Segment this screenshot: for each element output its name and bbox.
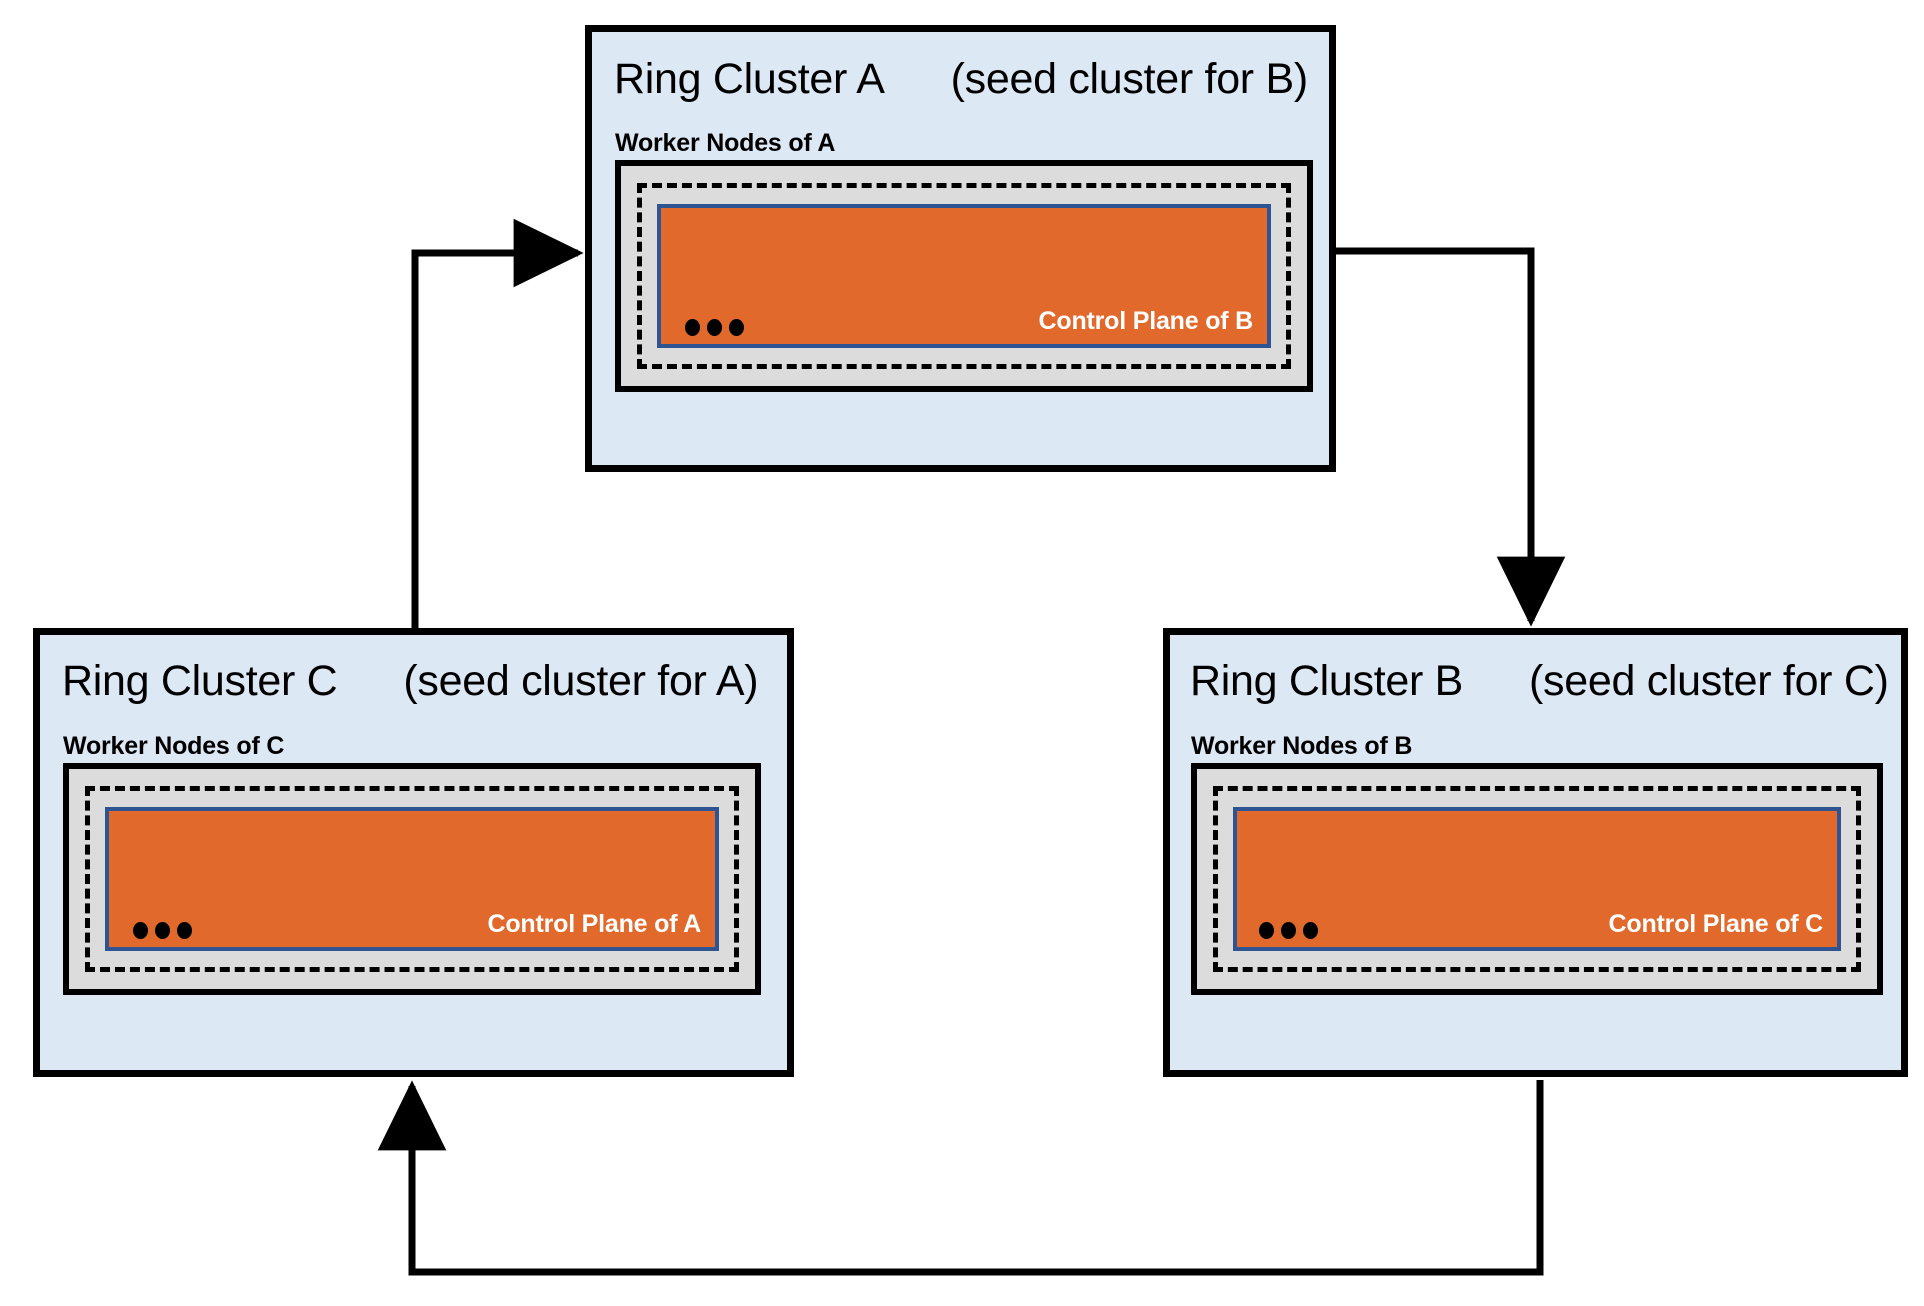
cluster-b-control-plane[interactable]: Control Plane of C [1233,807,1841,951]
cluster-c-worker-box: Control Plane of A [63,763,761,995]
cluster-a-worker-box: Control Plane of B [615,160,1313,392]
cluster-a-ellipsis-icon [685,319,744,336]
cluster-c-name: Ring Cluster C [62,657,338,705]
cluster-b-ellipsis-icon [1259,922,1318,939]
cluster-a-worker-label: Worker Nodes of A [615,129,836,157]
cluster-b-worker-box: Control Plane of C [1191,763,1883,995]
arrow-b-to-c [377,1080,1544,1276]
cluster-a-seed-note: (seed cluster for B) [950,55,1309,103]
cluster-b-title: Ring Cluster B (seed cluster for C) [1190,657,1889,706]
cluster-c-ellipsis-icon [133,922,192,939]
arrow-a-to-b [1336,247,1566,627]
cluster-c-node-boundary: Control Plane of A [85,786,739,972]
cluster-c-worker-label: Worker Nodes of C [63,732,285,760]
cluster-b-worker-label: Worker Nodes of B [1191,732,1413,760]
cluster-b-control-plane-label: Control Plane of C [1608,910,1824,938]
cluster-b-node-boundary: Control Plane of C [1213,786,1861,972]
ring-cluster-a[interactable]: Ring Cluster A (seed cluster for B) Worke… [585,25,1336,472]
arrow-c-to-a [411,218,584,630]
cluster-c-control-plane-label: Control Plane of A [487,910,701,938]
cluster-a-node-boundary: Control Plane of B [637,183,1291,369]
ring-cluster-b[interactable]: Ring Cluster B (seed cluster for C) Worke… [1163,628,1908,1077]
cluster-b-seed-note: (seed cluster for C) [1529,657,1889,705]
cluster-c-title: Ring Cluster C (seed cluster for A) [62,657,759,706]
cluster-b-name: Ring Cluster B [1190,657,1464,705]
cluster-c-control-plane[interactable]: Control Plane of A [105,807,719,951]
cluster-c-seed-note: (seed cluster for A) [403,657,759,705]
cluster-a-name: Ring Cluster A [614,55,885,103]
cluster-a-title: Ring Cluster A (seed cluster for B) [614,55,1308,104]
cluster-a-control-plane-label: Control Plane of B [1038,307,1254,335]
cluster-a-control-plane[interactable]: Control Plane of B [657,204,1271,348]
ring-cluster-c[interactable]: Ring Cluster C (seed cluster for A) Worke… [33,628,794,1077]
